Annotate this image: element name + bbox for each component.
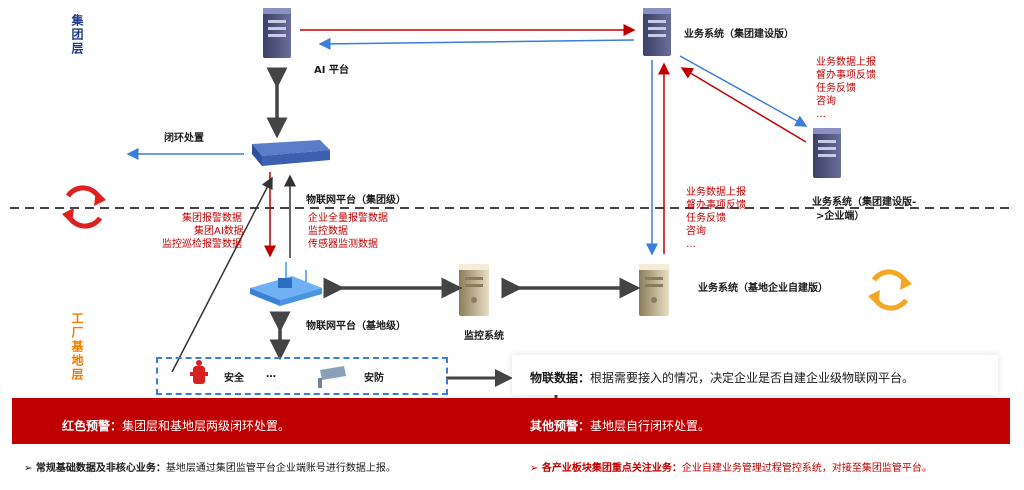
orange-cycle-icon xyxy=(871,269,909,311)
alert-bar xyxy=(12,398,1010,444)
note-text: 根据需要接入的情况，决定企业是否自建企业级物联网平台。 xyxy=(590,371,915,385)
biz-enterprise-label-2: >企业端） xyxy=(816,211,865,222)
biz-base-server-icon xyxy=(639,264,669,316)
other-alert-row: 其他预警：基地层自行闭环处置。 xyxy=(530,418,710,434)
arrow-enterprise-to-biz xyxy=(680,67,807,143)
safety-label: 安全 xyxy=(224,373,244,384)
biz-report-1-line-4: … xyxy=(816,109,826,120)
enterprise-data-line-1: 监控数据 xyxy=(308,226,348,237)
footer-right-text: 企业自建业务管理过程管控系统，对接至集团监管平台。 xyxy=(681,463,932,474)
enterprise-data-line-0: 企业全量报警数据 xyxy=(308,213,388,224)
note-title: 物联数据： xyxy=(530,371,591,385)
red-alert-row: 红色预警：集团层和基地层两级闭环处置。 xyxy=(62,418,290,434)
group-data-line-1: 集团AI数据 xyxy=(194,226,244,237)
biz-report-2-line-2: 任务反馈 xyxy=(686,213,726,224)
biz-report-1-line-0: 业务数据上报 xyxy=(816,57,876,68)
biz-report-1-line-1: 督办事项反馈 xyxy=(816,70,876,81)
iot-data-note xyxy=(512,355,998,395)
red-alert-title: 红色预警： xyxy=(62,419,123,433)
arrow-diagonal xyxy=(171,176,273,373)
ai-platform-label: AI 平台 xyxy=(314,65,349,76)
biz-base-label: 业务系统（基地企业自建版） xyxy=(698,283,828,294)
iot-group-device-icon xyxy=(252,140,330,166)
arrow-biz-to-enterprise xyxy=(679,55,808,127)
biz-report-1-line-3: 咨询 xyxy=(816,96,836,107)
red-alert-text: 集团层和基地层两级闭环处置。 xyxy=(122,419,291,433)
security-label: 安防 xyxy=(364,373,384,384)
group-layer-label: 集团层 xyxy=(70,14,84,56)
footer-left: ➢ 常规基础数据及非核心业务：基地层通过集团监管平台企业端账号进行数据上报。 xyxy=(24,462,396,475)
footer-right: ➢ 各产业板块集团重点关注业务：企业自建业务管理过程管控系统，对接至集团监管平台… xyxy=(530,462,932,475)
monitor-system-label: 监控系统 xyxy=(464,331,504,342)
arrow-biz-to-ai xyxy=(318,37,635,50)
footer-left-title: 常规基础数据及非核心业务： xyxy=(35,463,166,474)
ai-platform-server-icon xyxy=(263,8,291,58)
group-data-line-0: 集团报警数据 xyxy=(182,213,242,224)
biz-group-label: 业务系统（集团建设版） xyxy=(684,29,794,40)
biz-report-1-line-2: 任务反馈 xyxy=(816,83,856,94)
other-alert-title: 其他预警： xyxy=(530,419,591,433)
biz-report-2-line-1: 督办事项反馈 xyxy=(686,200,746,211)
biz-report-2-line-4: … xyxy=(686,239,696,250)
factory-layer-label: 工厂基地层 xyxy=(70,312,84,382)
footer-left-bullet-icon: ➢ xyxy=(24,463,36,474)
enterprise-data-line-2: 传感器监测数据 xyxy=(308,239,378,250)
biz-enterprise-label-1: 业务系统（集团建设版- xyxy=(812,197,917,208)
footer-right-bullet-icon: ➢ xyxy=(530,463,542,474)
footer-right-title: 各产业板块集团重点关注业务： xyxy=(541,463,682,474)
iot-group-label: 物联网平台（集团级） xyxy=(306,195,406,206)
closed-loop-label: 闭环处置 xyxy=(164,133,204,144)
other-alert-text: 基地层自行闭环处置。 xyxy=(590,419,711,433)
footer-left-text: 基地层通过集团监管平台企业端账号进行数据上报。 xyxy=(165,463,396,474)
biz-group-server-icon xyxy=(643,8,671,56)
iot-base-device-icon xyxy=(250,262,322,306)
group-data-line-2: 监控巡检报警数据 xyxy=(162,239,242,250)
ellipsis-label: … xyxy=(266,369,276,380)
device-group-box xyxy=(156,357,448,395)
safety-icon xyxy=(190,360,208,384)
biz-report-2-line-0: 业务数据上报 xyxy=(686,187,746,198)
biz-enterprise-server-icon xyxy=(813,128,841,178)
monitor-system-server-icon xyxy=(459,264,489,316)
security-camera-icon xyxy=(318,366,346,388)
note-row: 物联数据：根据需要接入的情况，决定企业是否自建企业级物联网平台。 xyxy=(530,370,914,386)
iot-base-label: 物联网平台（基地级） xyxy=(306,321,406,332)
biz-report-2-line-3: 咨询 xyxy=(686,226,706,237)
